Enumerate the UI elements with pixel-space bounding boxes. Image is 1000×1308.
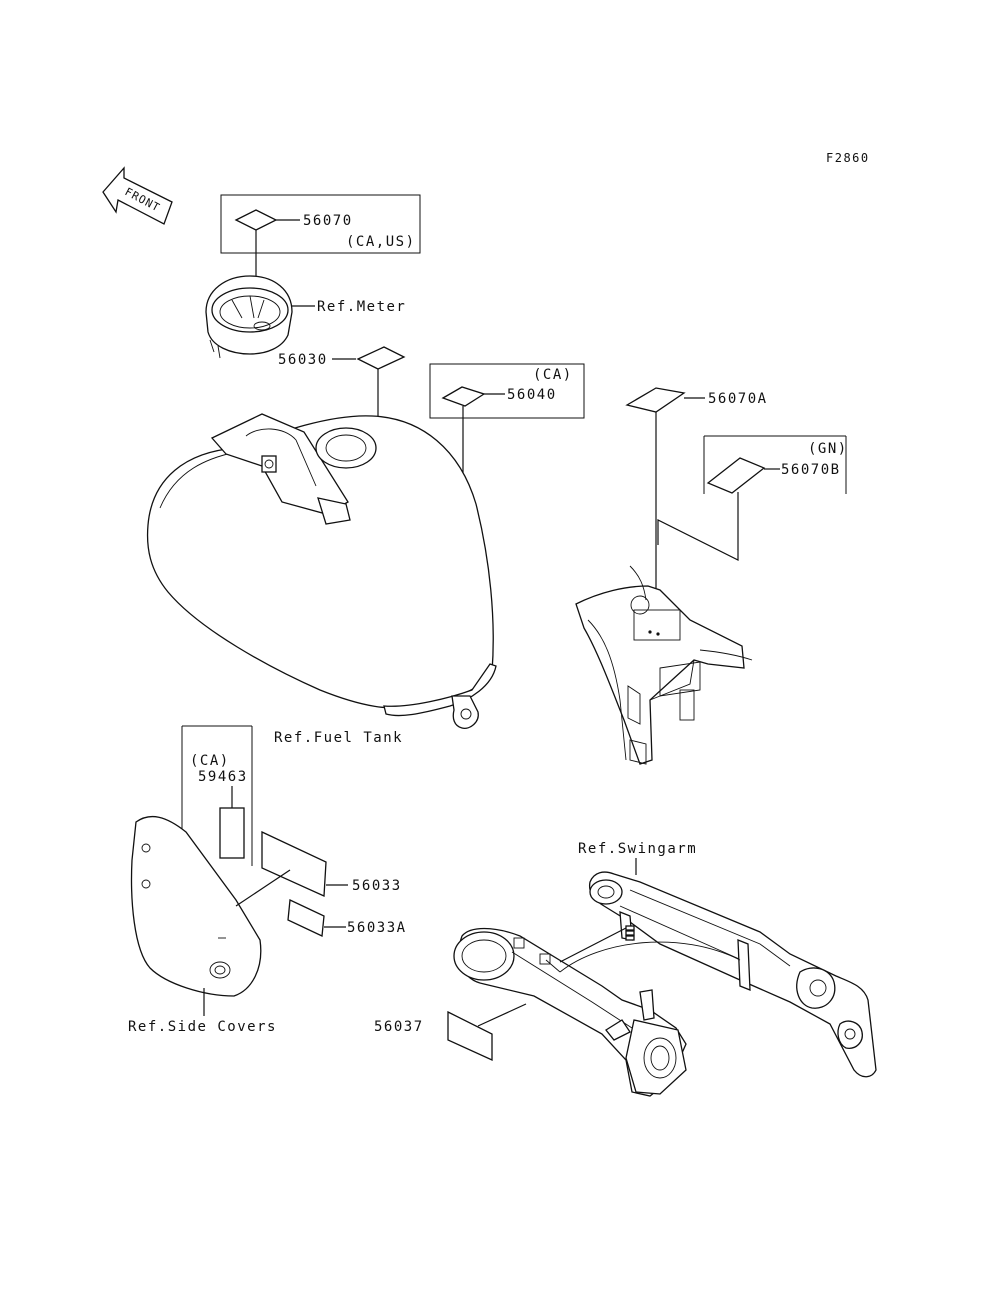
fuel-tank [146, 413, 497, 729]
ref-fuel-tank-label: Ref.Fuel Tank [274, 730, 403, 746]
label-decal-56033 [261, 830, 327, 897]
label-decal-56070A [625, 387, 686, 413]
part-number-56070B: 56070B [781, 462, 841, 478]
part-number-56033A: 56033A [347, 920, 407, 936]
swingarm [453, 871, 877, 1097]
label-decal-56070 [234, 209, 278, 231]
label-decal-56033A [287, 899, 325, 937]
label-decal-56037 [447, 1010, 493, 1062]
label-decal-59463 [219, 807, 245, 859]
region-note-59463: (CA) [190, 753, 230, 769]
part-number-56070: 56070 [303, 213, 353, 229]
part-number-59463: 59463 [198, 769, 248, 785]
ref-swingarm-label: Ref.Swingarm [578, 841, 697, 857]
region-note-56070B: (GN) [808, 441, 848, 457]
frame-section [575, 565, 753, 765]
front-arrow-icon: FRONT [102, 166, 173, 225]
figure-code: F2860 [826, 151, 870, 165]
region-note-56070: (CA,US) [346, 234, 416, 250]
label-decal-56070B [706, 457, 766, 494]
ref-meter-label: Ref.Meter [317, 299, 406, 315]
part-number-56040: 56040 [507, 387, 557, 403]
speedometer-housing [205, 275, 293, 359]
part-number-56030: 56030 [278, 352, 328, 368]
part-number-56070A: 56070A [708, 391, 768, 407]
label-decal-56040 [441, 386, 486, 407]
callout-box-56070 [220, 194, 421, 254]
part-number-56037: 56037 [374, 1019, 424, 1035]
region-note-56040: (CA) [533, 367, 573, 383]
side-cover [130, 815, 262, 997]
label-decal-56030 [356, 346, 406, 370]
ref-side-covers-label: Ref.Side Covers [128, 1019, 277, 1035]
part-number-56033: 56033 [352, 878, 402, 894]
callout-box-56040 [429, 363, 585, 419]
